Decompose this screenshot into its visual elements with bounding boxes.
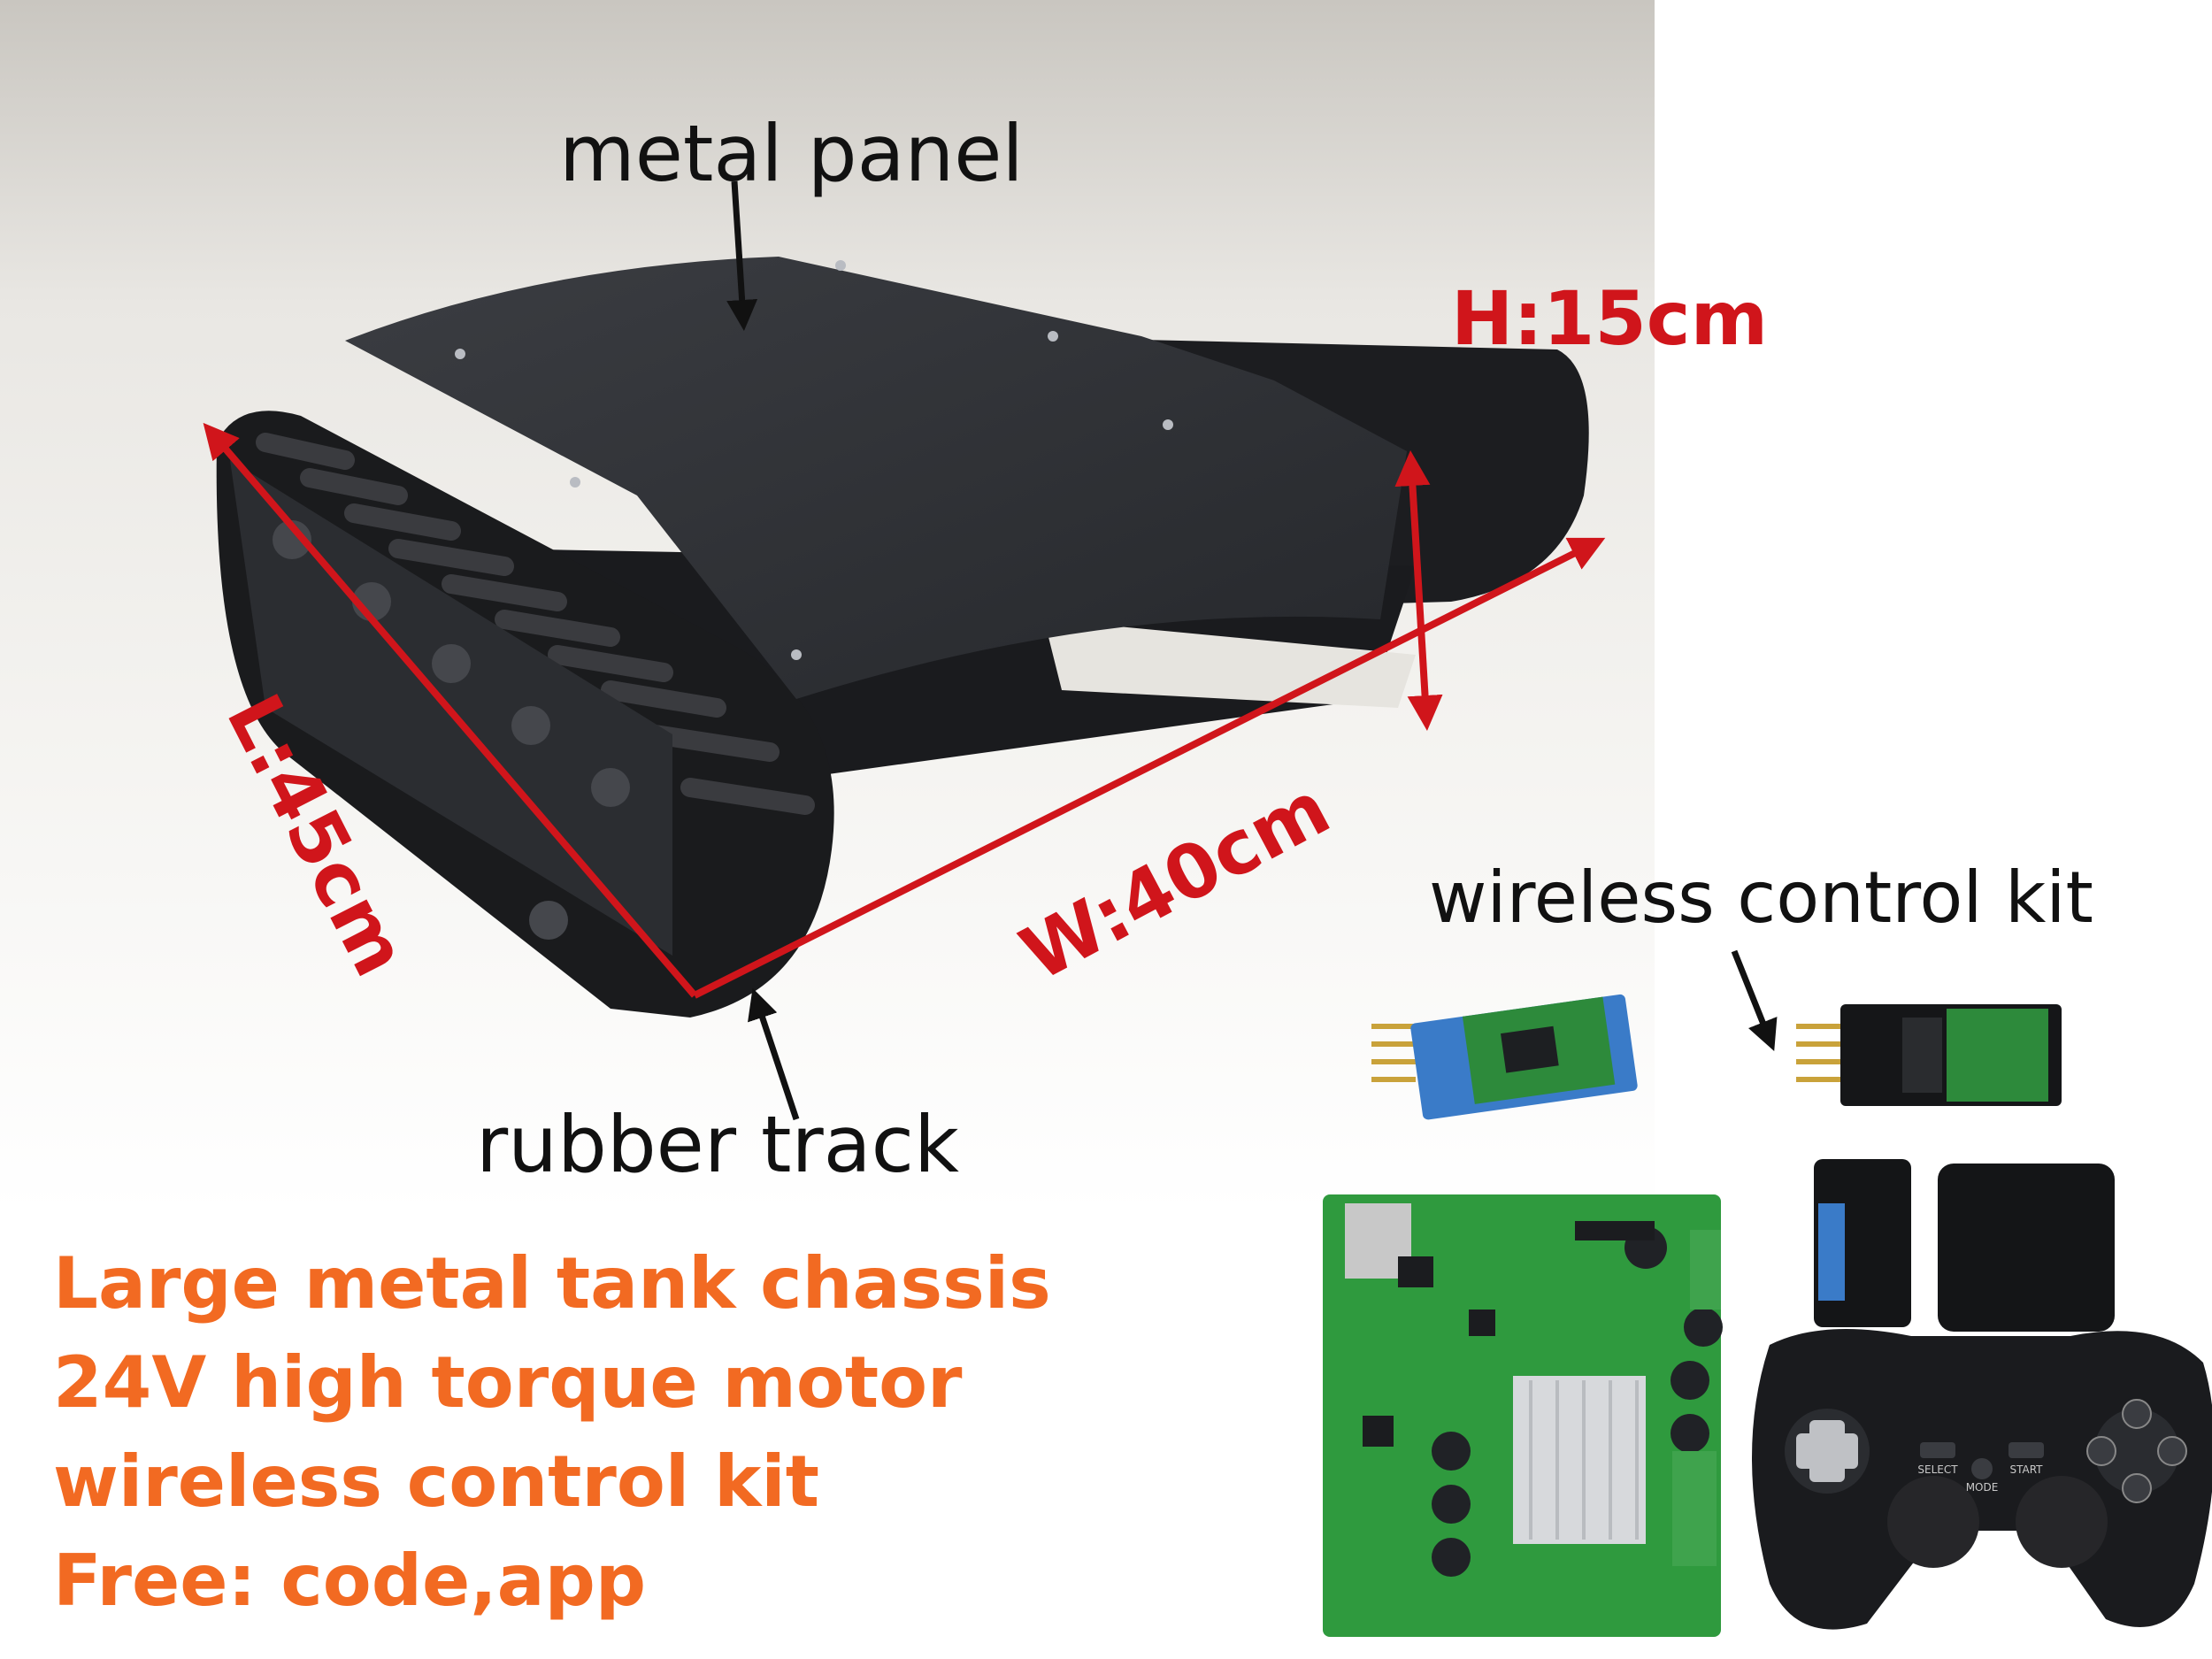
promo-line: Large metal tank chassis (53, 1242, 1051, 1325)
height-label: H:15cm (1451, 275, 1769, 362)
wireless-kit-callout: wireless control kit (1429, 856, 2093, 939)
wifi-module (1796, 1004, 2062, 1106)
rubber-track-callout: rubber track (476, 1099, 959, 1190)
mode-button-label: MODE (1966, 1481, 1999, 1494)
metal-panel-arrow (726, 180, 758, 331)
panel-screws (455, 260, 1173, 660)
promo-text-block: Large metal tank chassis 24V high torque… (53, 1234, 1051, 1631)
length-dimension-line (203, 422, 698, 998)
bluetooth-module (1371, 994, 1638, 1120)
gamepad-receiver (1814, 1159, 2115, 1332)
height-dimension-line (1394, 450, 1443, 731)
wireless-kit-arrow (1731, 949, 1778, 1051)
metal-panel-plate (345, 257, 1407, 699)
promo-line: wireless control kit (53, 1440, 819, 1523)
road-wheels (273, 520, 630, 940)
motor-driver-board (1323, 1194, 1723, 1637)
select-button-label: SELECT (1917, 1463, 1958, 1476)
metal-panel-callout: metal panel (559, 108, 1024, 199)
rubber-track-arrow (748, 987, 800, 1121)
wireless-gamepad: SELECT MODE START (1752, 1329, 2212, 1630)
start-button-label: START (2009, 1463, 2043, 1476)
promo-line: Free: code,app (53, 1540, 647, 1622)
width-dimension-line (693, 537, 1606, 999)
track-cleats (256, 433, 815, 815)
white-support-blocks (1044, 619, 1416, 708)
promo-line: 24V high torque motor (53, 1341, 963, 1424)
